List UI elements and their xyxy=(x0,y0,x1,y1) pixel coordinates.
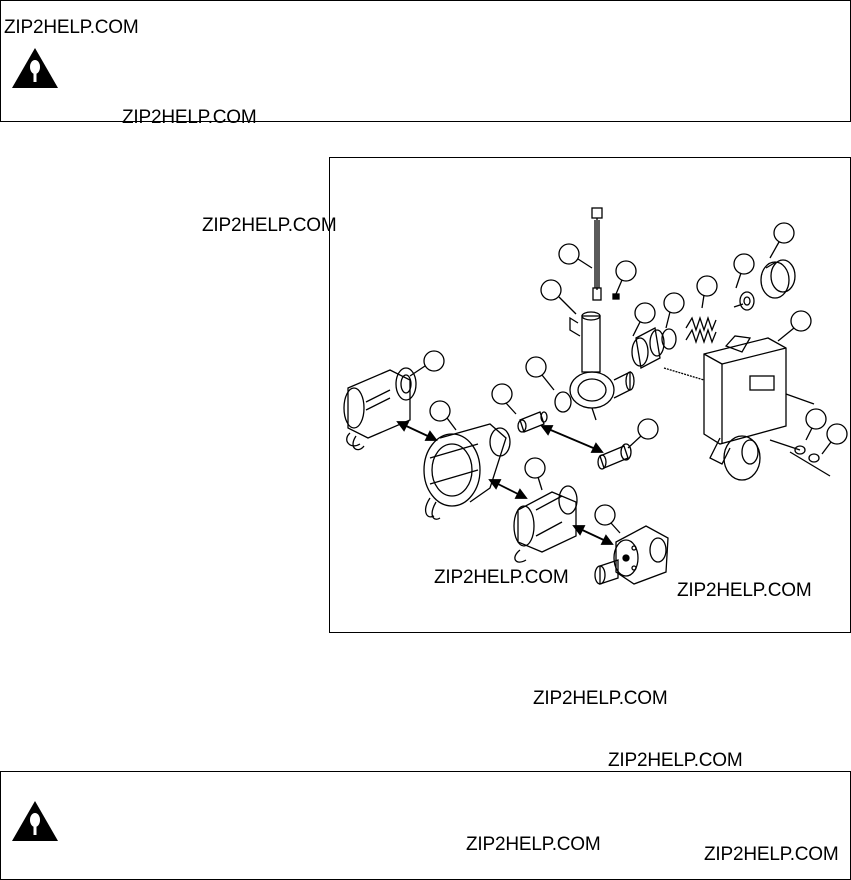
stem-assembly xyxy=(591,207,620,301)
watermark-text: ZIP2HELP.COM xyxy=(466,834,601,855)
assembly-arrows xyxy=(396,421,614,545)
warning-box-top xyxy=(0,0,851,122)
motor-housing xyxy=(343,367,417,451)
watermark-text: ZIP2HELP.COM xyxy=(122,107,257,128)
watermark-text: ZIP2HELP.COM xyxy=(677,580,812,601)
ring xyxy=(661,328,677,350)
screws xyxy=(769,393,831,477)
watermark-text: ZIP2HELP.COM xyxy=(434,567,569,588)
spring xyxy=(685,315,717,345)
watermark-text: ZIP2HELP.COM xyxy=(608,750,743,771)
watermark-text: ZIP2HELP.COM xyxy=(533,688,668,709)
warning-box-bottom xyxy=(0,771,851,880)
exploded-parts-diagram xyxy=(329,157,851,633)
watermark-text: ZIP2HELP.COM xyxy=(4,17,139,38)
callout-bubbles xyxy=(409,222,848,534)
cup xyxy=(631,327,665,369)
watermark-text: ZIP2HELP.COM xyxy=(704,844,839,865)
nozzle xyxy=(597,443,632,470)
warning-triangle-icon xyxy=(11,800,59,842)
nut xyxy=(733,291,755,311)
watermark-text: ZIP2HELP.COM xyxy=(202,215,337,236)
center-body xyxy=(569,311,635,421)
pump-head xyxy=(594,525,669,585)
o-ring xyxy=(554,391,572,413)
motor-second xyxy=(513,485,578,563)
small-fitting xyxy=(517,411,548,433)
coil-unit xyxy=(423,423,511,520)
knob xyxy=(760,259,796,299)
bracket xyxy=(663,335,787,481)
warning-triangle-icon xyxy=(11,47,59,89)
